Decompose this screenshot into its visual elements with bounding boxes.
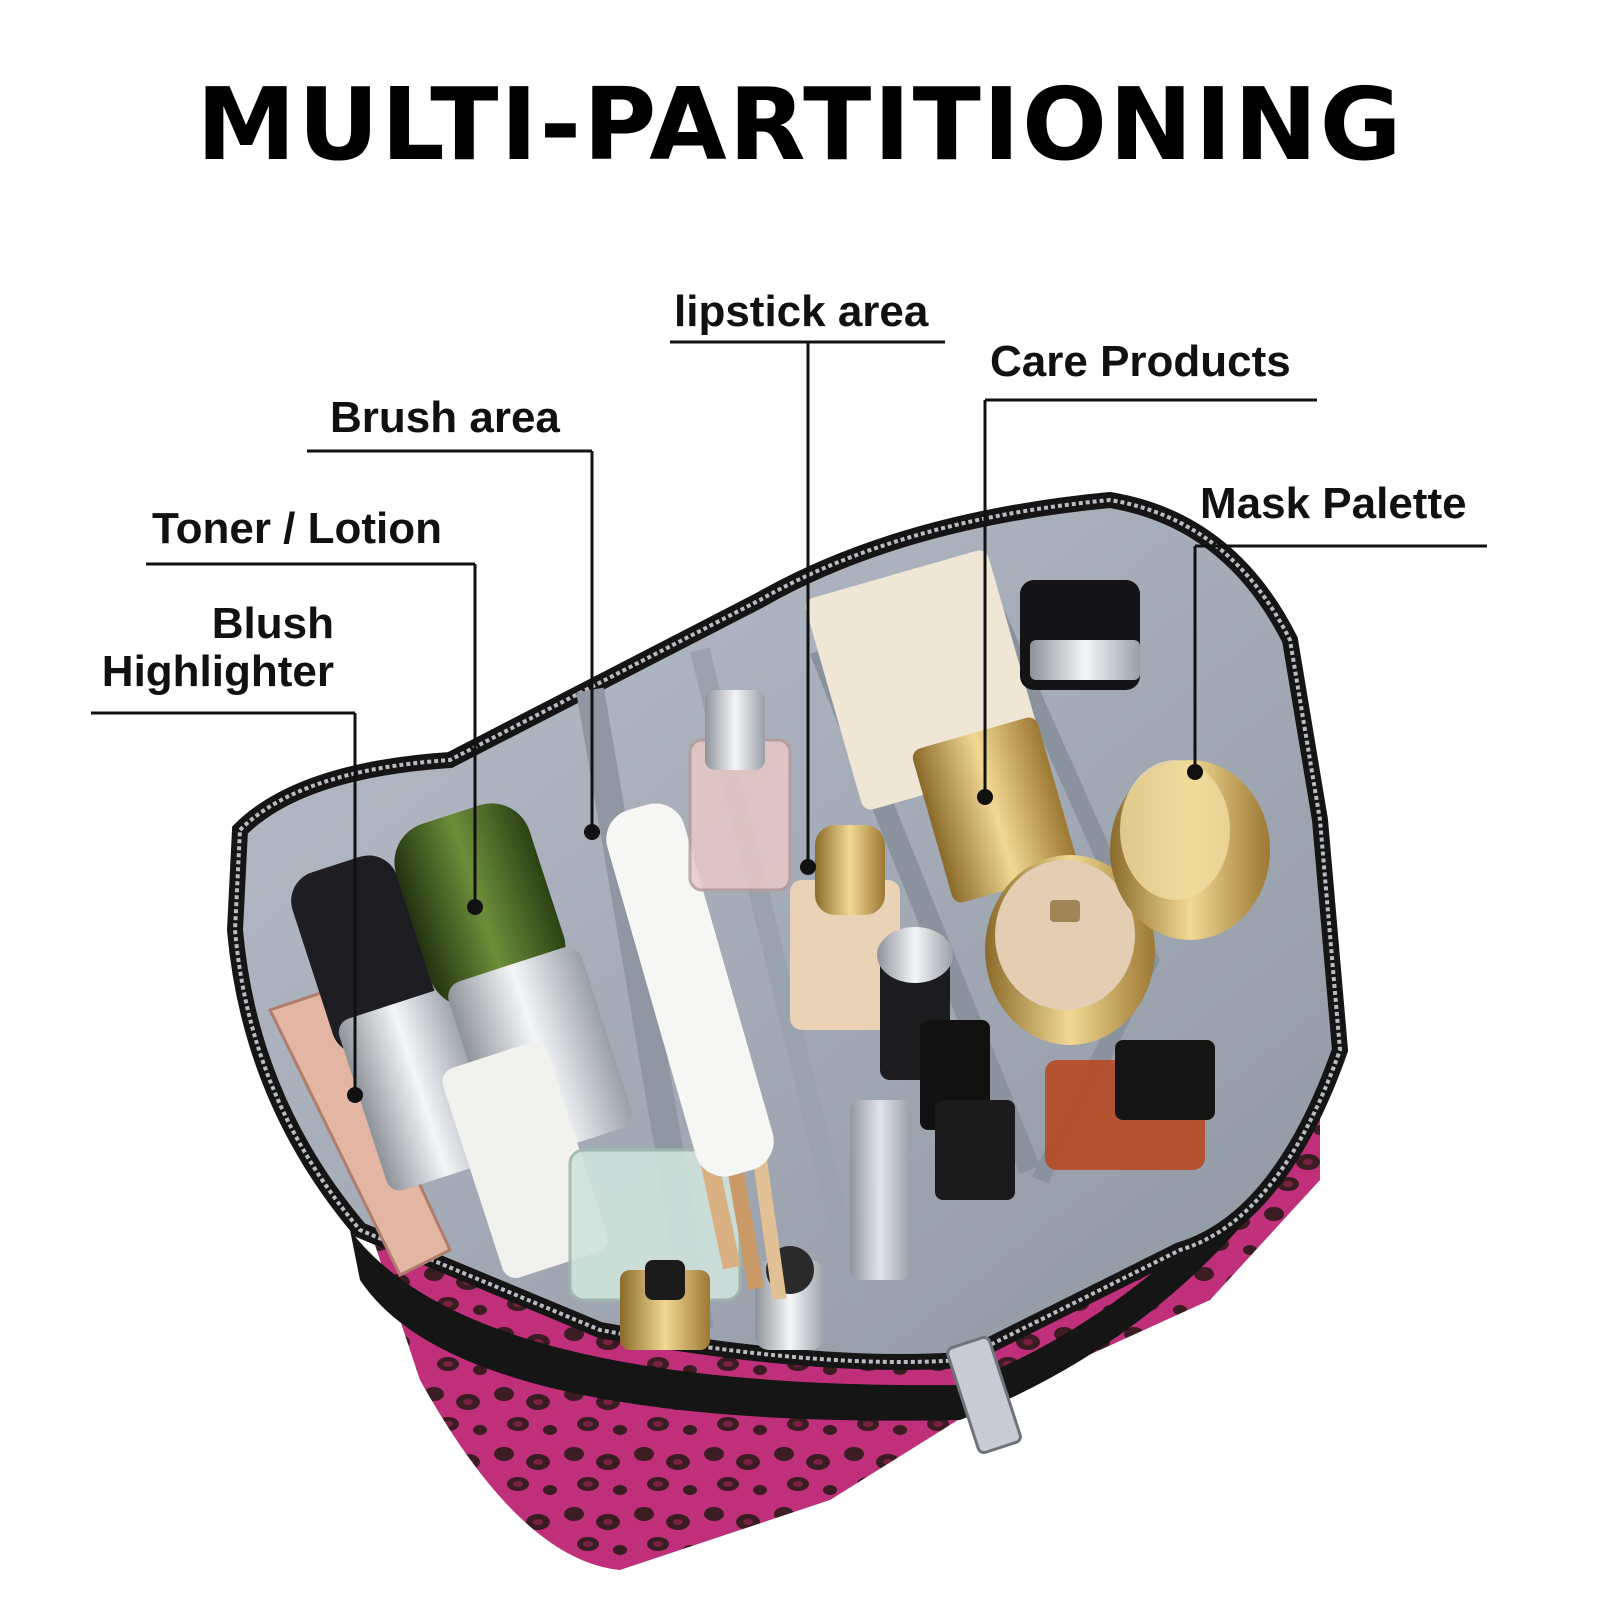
label-highlighter: Highlighter [101,646,334,696]
small-black-cap-bottle [755,1246,825,1350]
label-brush-area: Brush area [330,393,560,442]
label-care-products: Care Products [990,337,1291,386]
white-lotion-tube [442,1042,608,1278]
headline-title: MULTI-PARTITIONING [196,66,1404,183]
black-cap-jar [1020,580,1140,690]
label-blush-highlighter: Blush Highlighter [86,600,334,695]
bag-body [350,1080,1320,1570]
label-toner-lotion: Toner / Lotion [152,504,443,553]
label-blush: Blush [211,599,334,648]
label-lipstick-area: lipstick area [674,287,929,336]
foundation-bottle [790,825,900,1030]
callout-leader-lines [91,340,1487,1093]
lipstick-tubes [850,927,1015,1280]
black-bottle [291,855,502,1191]
label-mask-palette: Mask Palette [1200,479,1467,528]
clear-glass-bottle [568,1148,742,1350]
white-tube [606,803,774,1177]
red-perfume-bottle [1045,1040,1215,1170]
callout-pointer-dots [347,764,1203,1103]
gold-mask-jar [1110,760,1270,940]
blush-highlighter-compact [267,988,452,1278]
gold-cream-jar [985,855,1155,1045]
perfume-bottle [688,690,792,892]
